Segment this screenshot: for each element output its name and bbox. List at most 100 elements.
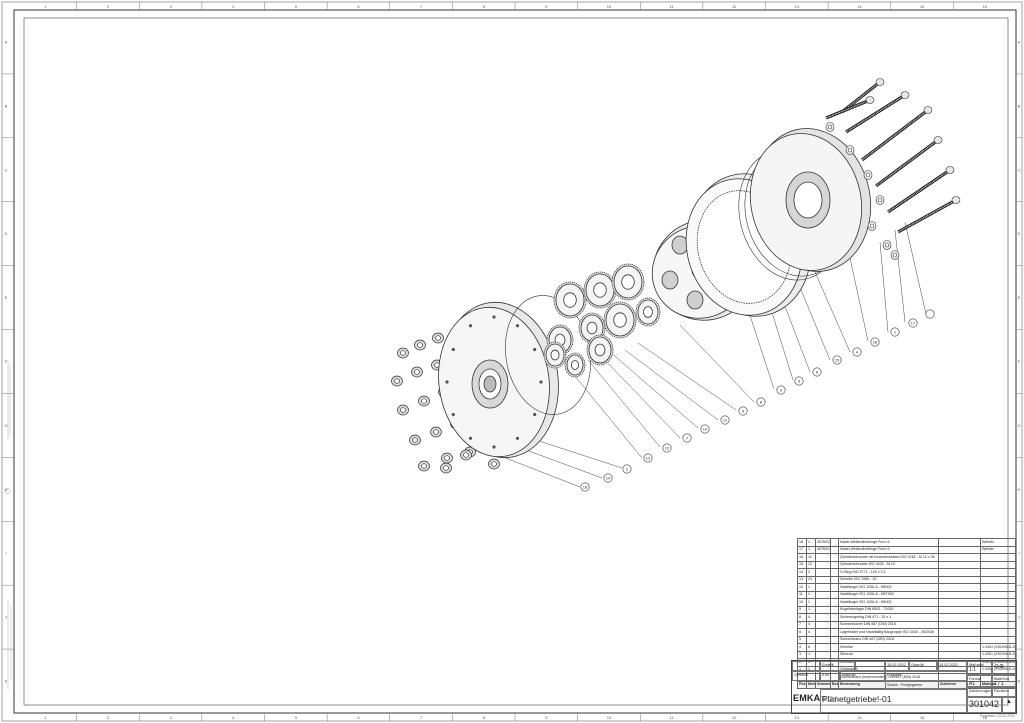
bom-pos: 5 <box>797 635 807 644</box>
zone-letter: B <box>5 103 8 108</box>
exploded-view <box>391 78 961 488</box>
bom-nr <box>815 650 831 659</box>
planet-gear <box>543 341 567 369</box>
drawing-title: Planetgetriebe!-01 <box>820 689 967 713</box>
bom-nr <box>815 598 831 607</box>
zone-letter: C <box>1018 167 1021 172</box>
bom-pos: 4 <box>797 643 807 652</box>
bom-mat <box>980 598 1016 607</box>
bom-mat <box>980 590 1016 599</box>
bom-pos: 8 <box>797 613 807 622</box>
washer <box>863 170 873 180</box>
svg-text:6: 6 <box>816 369 819 374</box>
bom-nr <box>815 620 831 629</box>
bom-qty: 4 <box>806 628 816 637</box>
bom-mat <box>980 583 1016 592</box>
svg-text:3: 3 <box>780 387 783 392</box>
bom-nr <box>815 568 831 577</box>
zone-letter: F <box>1018 359 1021 364</box>
zone-letter: F <box>5 359 8 364</box>
zone-number: 6 <box>357 715 360 720</box>
zone-letter: K <box>1018 679 1021 684</box>
bolts-right <box>825 78 961 260</box>
footer-note: Projektion: 22.02.2022 <box>980 714 1016 718</box>
zone-number: 5 <box>295 4 298 9</box>
zone-number: 10 <box>607 715 612 720</box>
item-balloon: 4 <box>852 347 862 357</box>
bom-mat: Welsfer <box>980 538 1016 547</box>
bom-qty: 1 <box>806 590 816 599</box>
bom-mat <box>980 620 1016 629</box>
nut <box>418 460 430 472</box>
zone-number: 16 <box>982 715 987 720</box>
nut <box>418 395 430 407</box>
item-balloon: 14 <box>603 473 613 483</box>
scale-value: 1:1 <box>969 666 976 673</box>
bom-nr <box>815 560 831 569</box>
bom-name: Nadelkugel ISO 1206-A - KBT000 <box>838 590 939 599</box>
bom-qty: 4 <box>806 613 816 622</box>
item-balloon: 7 <box>682 433 692 443</box>
bolt <box>861 106 933 162</box>
zone-letter: D <box>1018 231 1021 236</box>
zone-number: 11 <box>669 715 674 720</box>
bolt <box>875 136 943 188</box>
bom-nr <box>815 643 831 652</box>
zone-number: 14 <box>857 715 862 720</box>
zone-number: 3 <box>169 4 172 9</box>
item-balloon: 12 <box>662 443 672 453</box>
bom-mat <box>980 635 1016 644</box>
bom-qty: 1 <box>806 545 816 554</box>
washer <box>825 122 835 132</box>
zone-number: 7 <box>420 4 423 9</box>
zone-letter: E <box>5 295 8 300</box>
item-balloon: 13 <box>643 453 653 463</box>
bom-mat <box>980 628 1016 637</box>
zone-letter: I <box>1018 551 1019 556</box>
planet-gear <box>586 334 614 366</box>
bom-nr <box>815 575 831 584</box>
item-balloon <box>925 309 935 319</box>
bom-pos: 3 <box>797 650 807 659</box>
zone-letter: B <box>1018 103 1021 108</box>
zone-number: 10 <box>607 4 612 9</box>
svg-text:9: 9 <box>742 408 745 413</box>
item-balloon: 1 <box>890 327 900 337</box>
svg-text:5: 5 <box>798 378 801 383</box>
bom-nr <box>815 553 831 562</box>
bom-name: Zylinderschraube ISO 4032 - M 10 <box>838 560 939 569</box>
zone-number: 14 <box>857 4 862 9</box>
svg-text:14: 14 <box>606 475 611 480</box>
status-text: Status : Freigegeben <box>885 681 967 689</box>
zone-number: 5 <box>295 715 298 720</box>
planet-gear <box>583 271 617 309</box>
bom-name: Kugellalerlager DIN 6503 - 71000 <box>838 605 939 614</box>
bom-mat <box>980 568 1016 577</box>
svg-text:17: 17 <box>911 320 916 325</box>
bom-nr <box>815 635 831 644</box>
planet-gears <box>543 263 661 378</box>
washer <box>875 195 885 205</box>
bom-qty: 4 <box>806 620 816 629</box>
svg-text:7: 7 <box>686 435 689 440</box>
bom-name: Nadelkugel ISO 1206-A - KB000 <box>838 598 939 607</box>
nut <box>440 462 452 474</box>
nut <box>441 452 453 464</box>
weight-value: 0.00 <box>820 671 840 681</box>
washer <box>882 240 892 250</box>
bom-qty: 1 <box>806 583 816 592</box>
zone-number: 7 <box>420 715 423 720</box>
zone-letter: A <box>1018 39 1021 44</box>
bom-name: Nadel-Wellendichtringe Form II <box>838 545 939 554</box>
zone-letter: E <box>1018 295 1021 300</box>
